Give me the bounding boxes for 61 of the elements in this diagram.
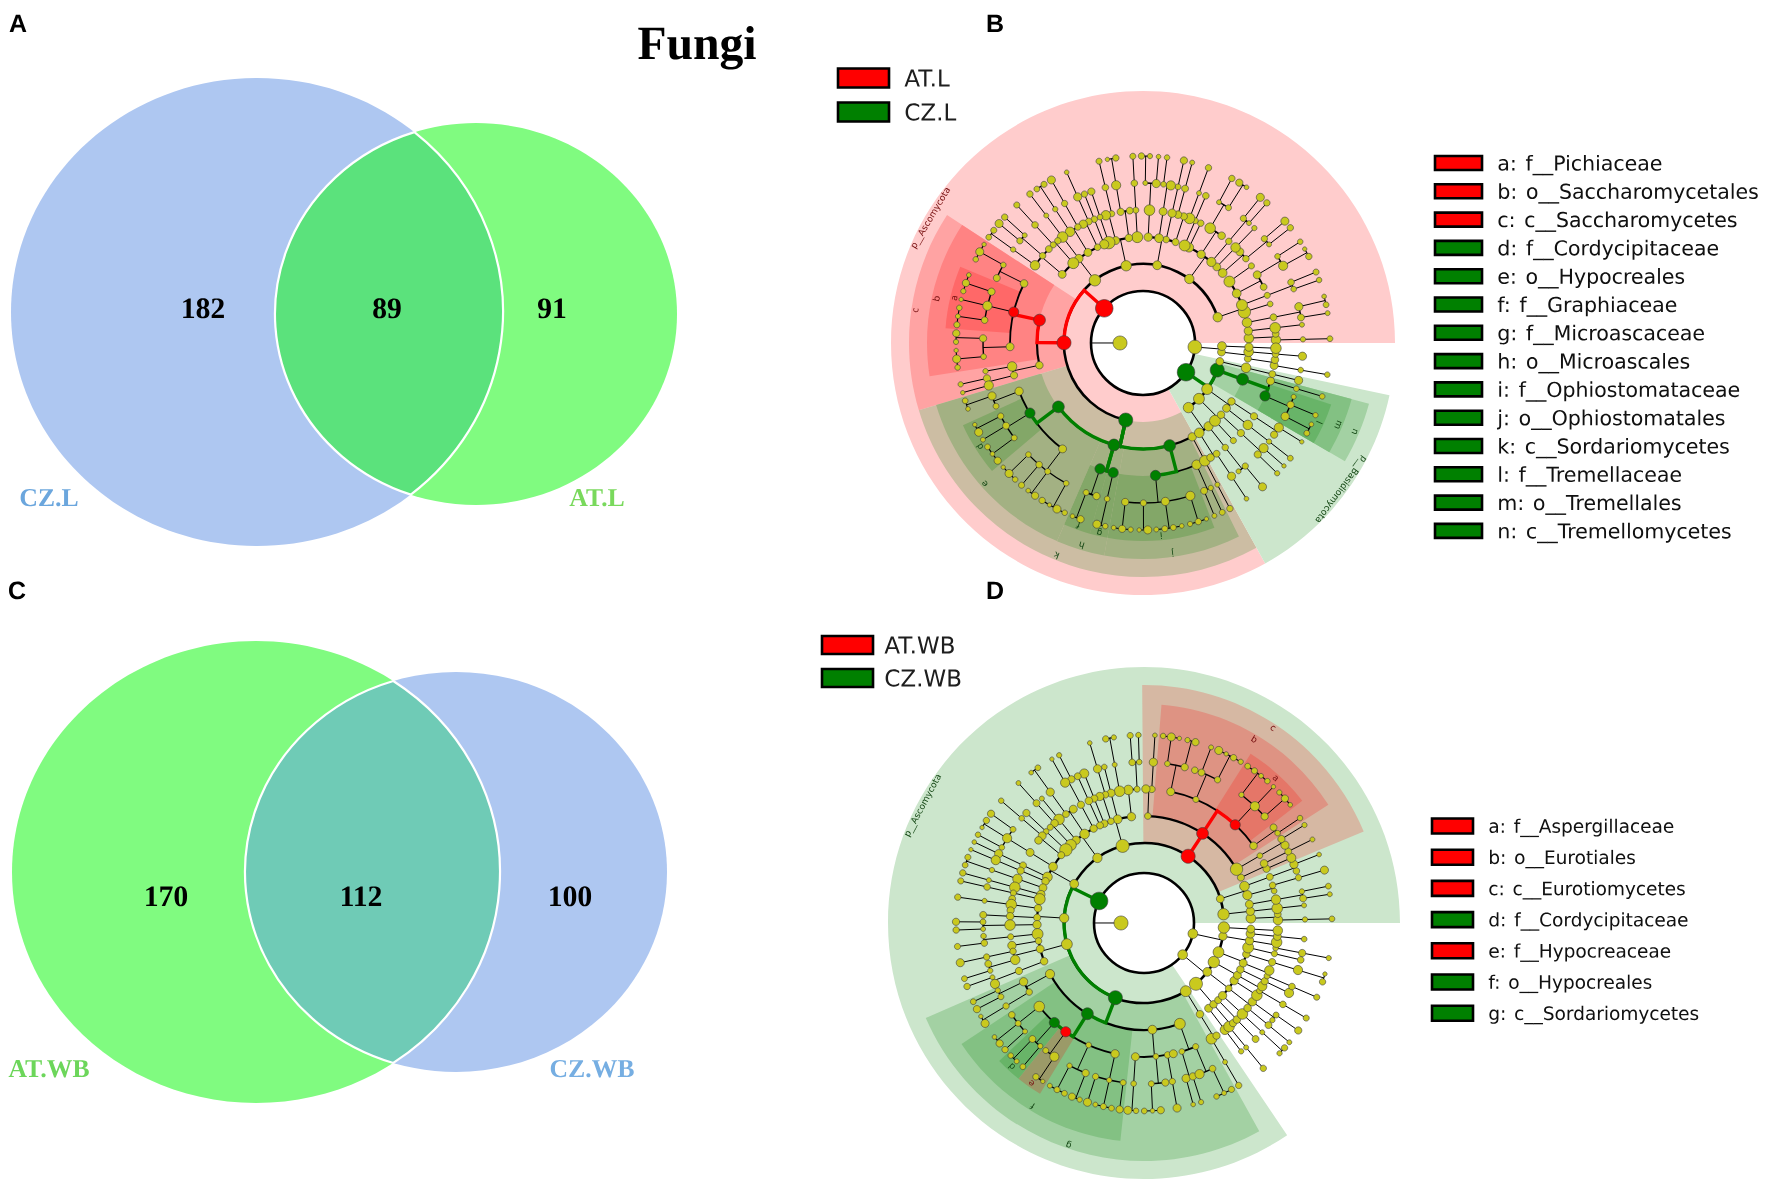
count-label: 170	[146, 886, 188, 907]
legend-label: a: f__Aspergillaceae	[1489, 818, 1674, 838]
clade-letter: g	[1065, 1140, 1072, 1148]
set-label: AT.L	[569, 489, 624, 507]
clade-letter: e	[982, 480, 988, 486]
clade-letter: d	[1007, 1063, 1015, 1069]
legend-label: e: o__Hypocreales	[1498, 268, 1685, 289]
legend-label: m: o__Tremellales	[1499, 494, 1681, 515]
set-label: CZ.WB	[550, 1059, 634, 1078]
legend-label: l: f__Tremellaceae	[1499, 466, 1681, 487]
legend-label: CZ.WB	[885, 669, 961, 687]
legend-label: f: f__Graphiaceae	[1497, 296, 1677, 317]
count-label: 112	[342, 886, 382, 906]
clade-letter: a	[1272, 775, 1278, 782]
legend-label: h: o__Microascales	[1499, 353, 1690, 374]
legend-label: AT.WB	[884, 636, 954, 654]
clade-letter: d	[975, 443, 984, 449]
set-label: AT.WB	[8, 1060, 89, 1078]
count-label: 100	[550, 886, 592, 907]
clade-letter: b	[932, 296, 940, 302]
count-label: 182	[183, 298, 224, 319]
clade-letter: c	[1270, 725, 1276, 732]
clade-letter: h	[1079, 541, 1085, 550]
clade-letter: a	[952, 295, 958, 301]
legend-label: c: c__Saccharomycetes	[1498, 211, 1737, 232]
panel-letter: A	[9, 14, 27, 32]
set-label: CZ.L	[20, 488, 78, 507]
clade-letter: b	[1250, 735, 1257, 743]
clade-letter: m	[1334, 420, 1342, 429]
clade-letter: l	[1316, 420, 1323, 425]
panel-letter: C	[9, 581, 26, 600]
legend-label: f: o__Hypocreales	[1488, 974, 1652, 994]
legend-label: e: f__Hypocreaceae	[1489, 943, 1671, 962]
clade-letter: j	[1171, 547, 1174, 557]
panel-letter: D	[987, 581, 1003, 599]
legend-label: c: c__Eurotiomycetes	[1489, 881, 1685, 900]
clade-letter: g	[1096, 528, 1103, 536]
count-label: 91	[538, 298, 566, 319]
clade-letter: i	[1160, 532, 1162, 540]
legend-label: b: o__Eurotiales	[1490, 849, 1635, 869]
legend-label: k: c__Sordariomycetes	[1499, 437, 1729, 459]
legend-label: d: f__Cordycipitaceae	[1498, 239, 1719, 261]
legend-label: a: f__Pichiaceae	[1498, 154, 1662, 176]
legend-label: d: f__Cordycipitaceae	[1489, 912, 1688, 931]
clade-letter: e	[1029, 1079, 1035, 1086]
figure-title: Fungi	[638, 25, 756, 70]
legend-label: CZ.L	[905, 103, 957, 121]
legend-label: g: c__Sordariomycetes	[1489, 1005, 1699, 1025]
count-label: 89	[373, 298, 401, 319]
clade-letter: k	[1053, 551, 1060, 560]
legend-label: n: c__Tremellomycetes	[1499, 522, 1731, 544]
legend-label: j: o__Ophiostomatales	[1497, 409, 1725, 430]
panel-letter: B	[987, 14, 1003, 32]
legend-label: AT.L	[904, 69, 950, 87]
legend-label: i: f__Ophiostomataceae	[1499, 381, 1740, 402]
legend-label: b: o__Saccharomycetales	[1499, 183, 1758, 204]
clade-letter: f	[1075, 522, 1081, 529]
clade-letter: n	[1351, 428, 1358, 434]
legend-label: g: f__Microascaceae	[1498, 324, 1704, 346]
clade-letter: f	[1029, 1103, 1035, 1109]
clade-letter: c	[913, 308, 919, 313]
